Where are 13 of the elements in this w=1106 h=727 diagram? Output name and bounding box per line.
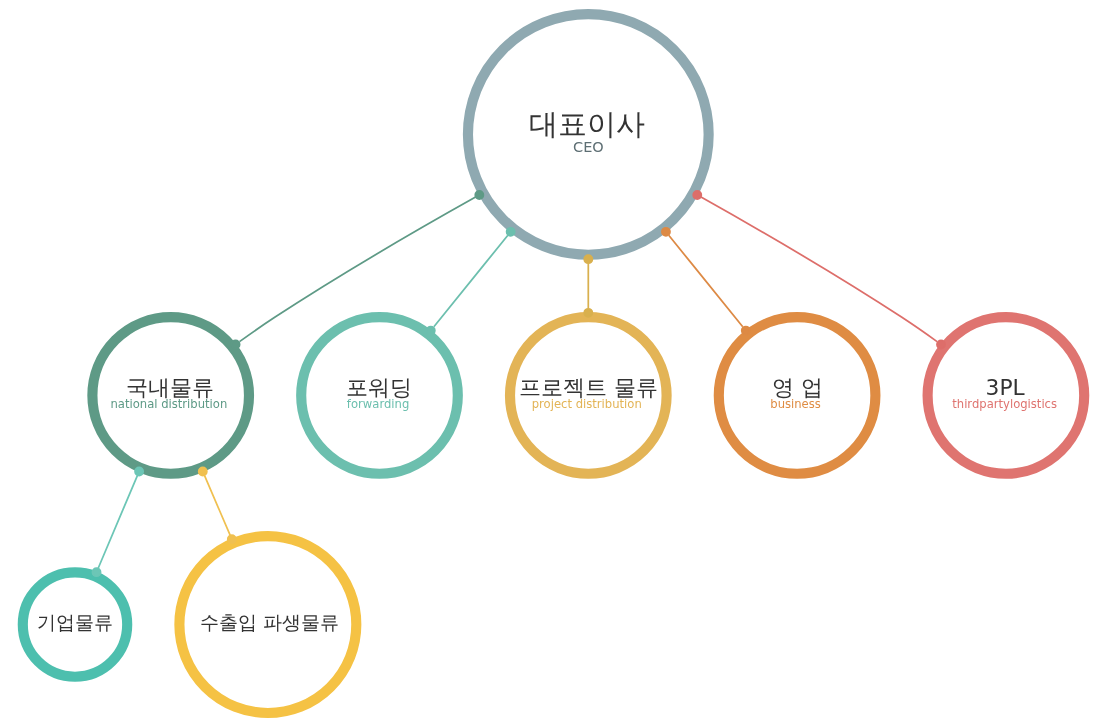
node-circle: 프로젝트 물류 project distribution xyxy=(504,312,672,479)
node-circle: 수출입 파생물류 xyxy=(173,530,361,719)
connector xyxy=(660,226,751,336)
connector xyxy=(425,226,516,336)
node-circle: 영 업 business xyxy=(713,312,880,479)
connector xyxy=(691,190,946,350)
node-circle: 대표이사 CEO xyxy=(462,8,714,260)
connector xyxy=(230,190,484,350)
connector xyxy=(197,466,237,545)
node-circle: 3PL thirdpartylogistics xyxy=(922,312,1089,479)
connector xyxy=(582,254,593,318)
connector xyxy=(91,466,144,578)
node-circle: 포워딩 forwarding xyxy=(295,312,463,479)
